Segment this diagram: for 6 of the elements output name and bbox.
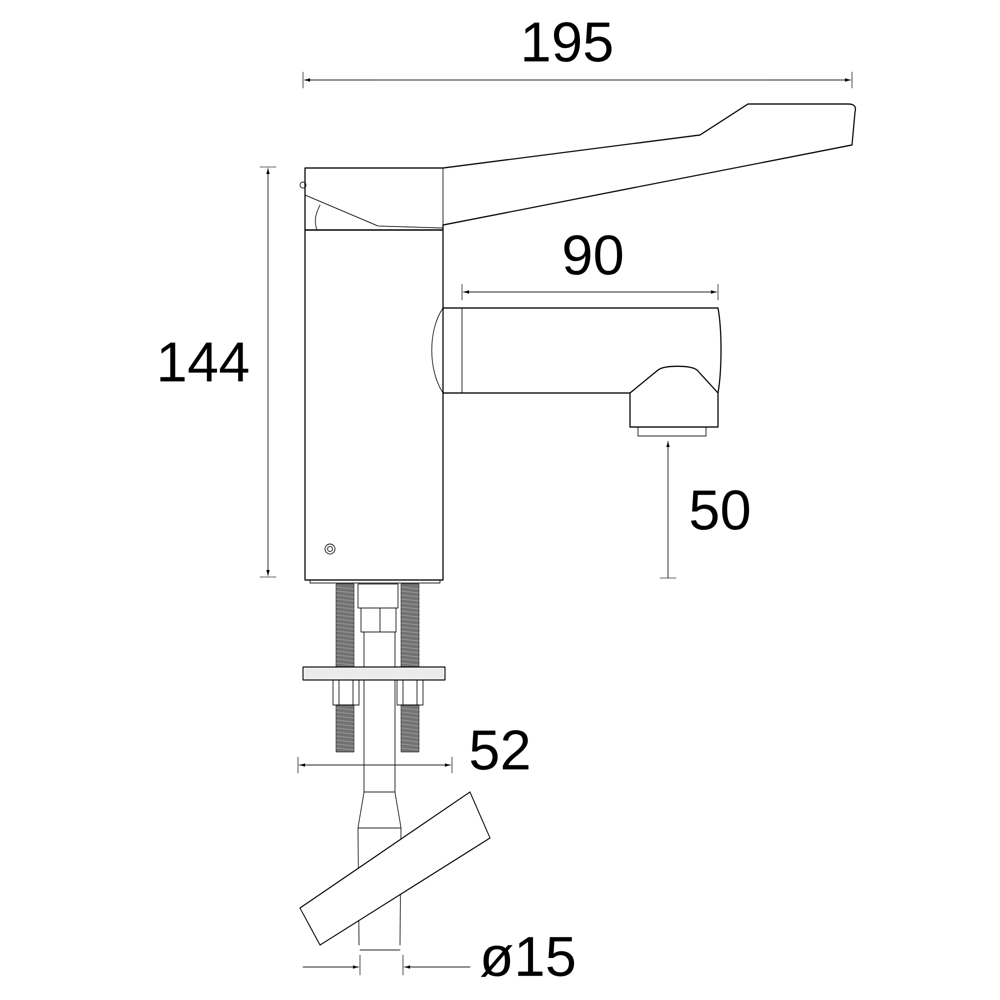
dimension-value: 52 [471, 730, 528, 770]
dimension-value: 195 [524, 22, 612, 62]
dimension-value: 90 [564, 235, 622, 275]
dimension-value: ø15 [480, 937, 574, 977]
dimension-value: 50 [691, 490, 750, 530]
dimension-value: 144 [160, 342, 248, 382]
